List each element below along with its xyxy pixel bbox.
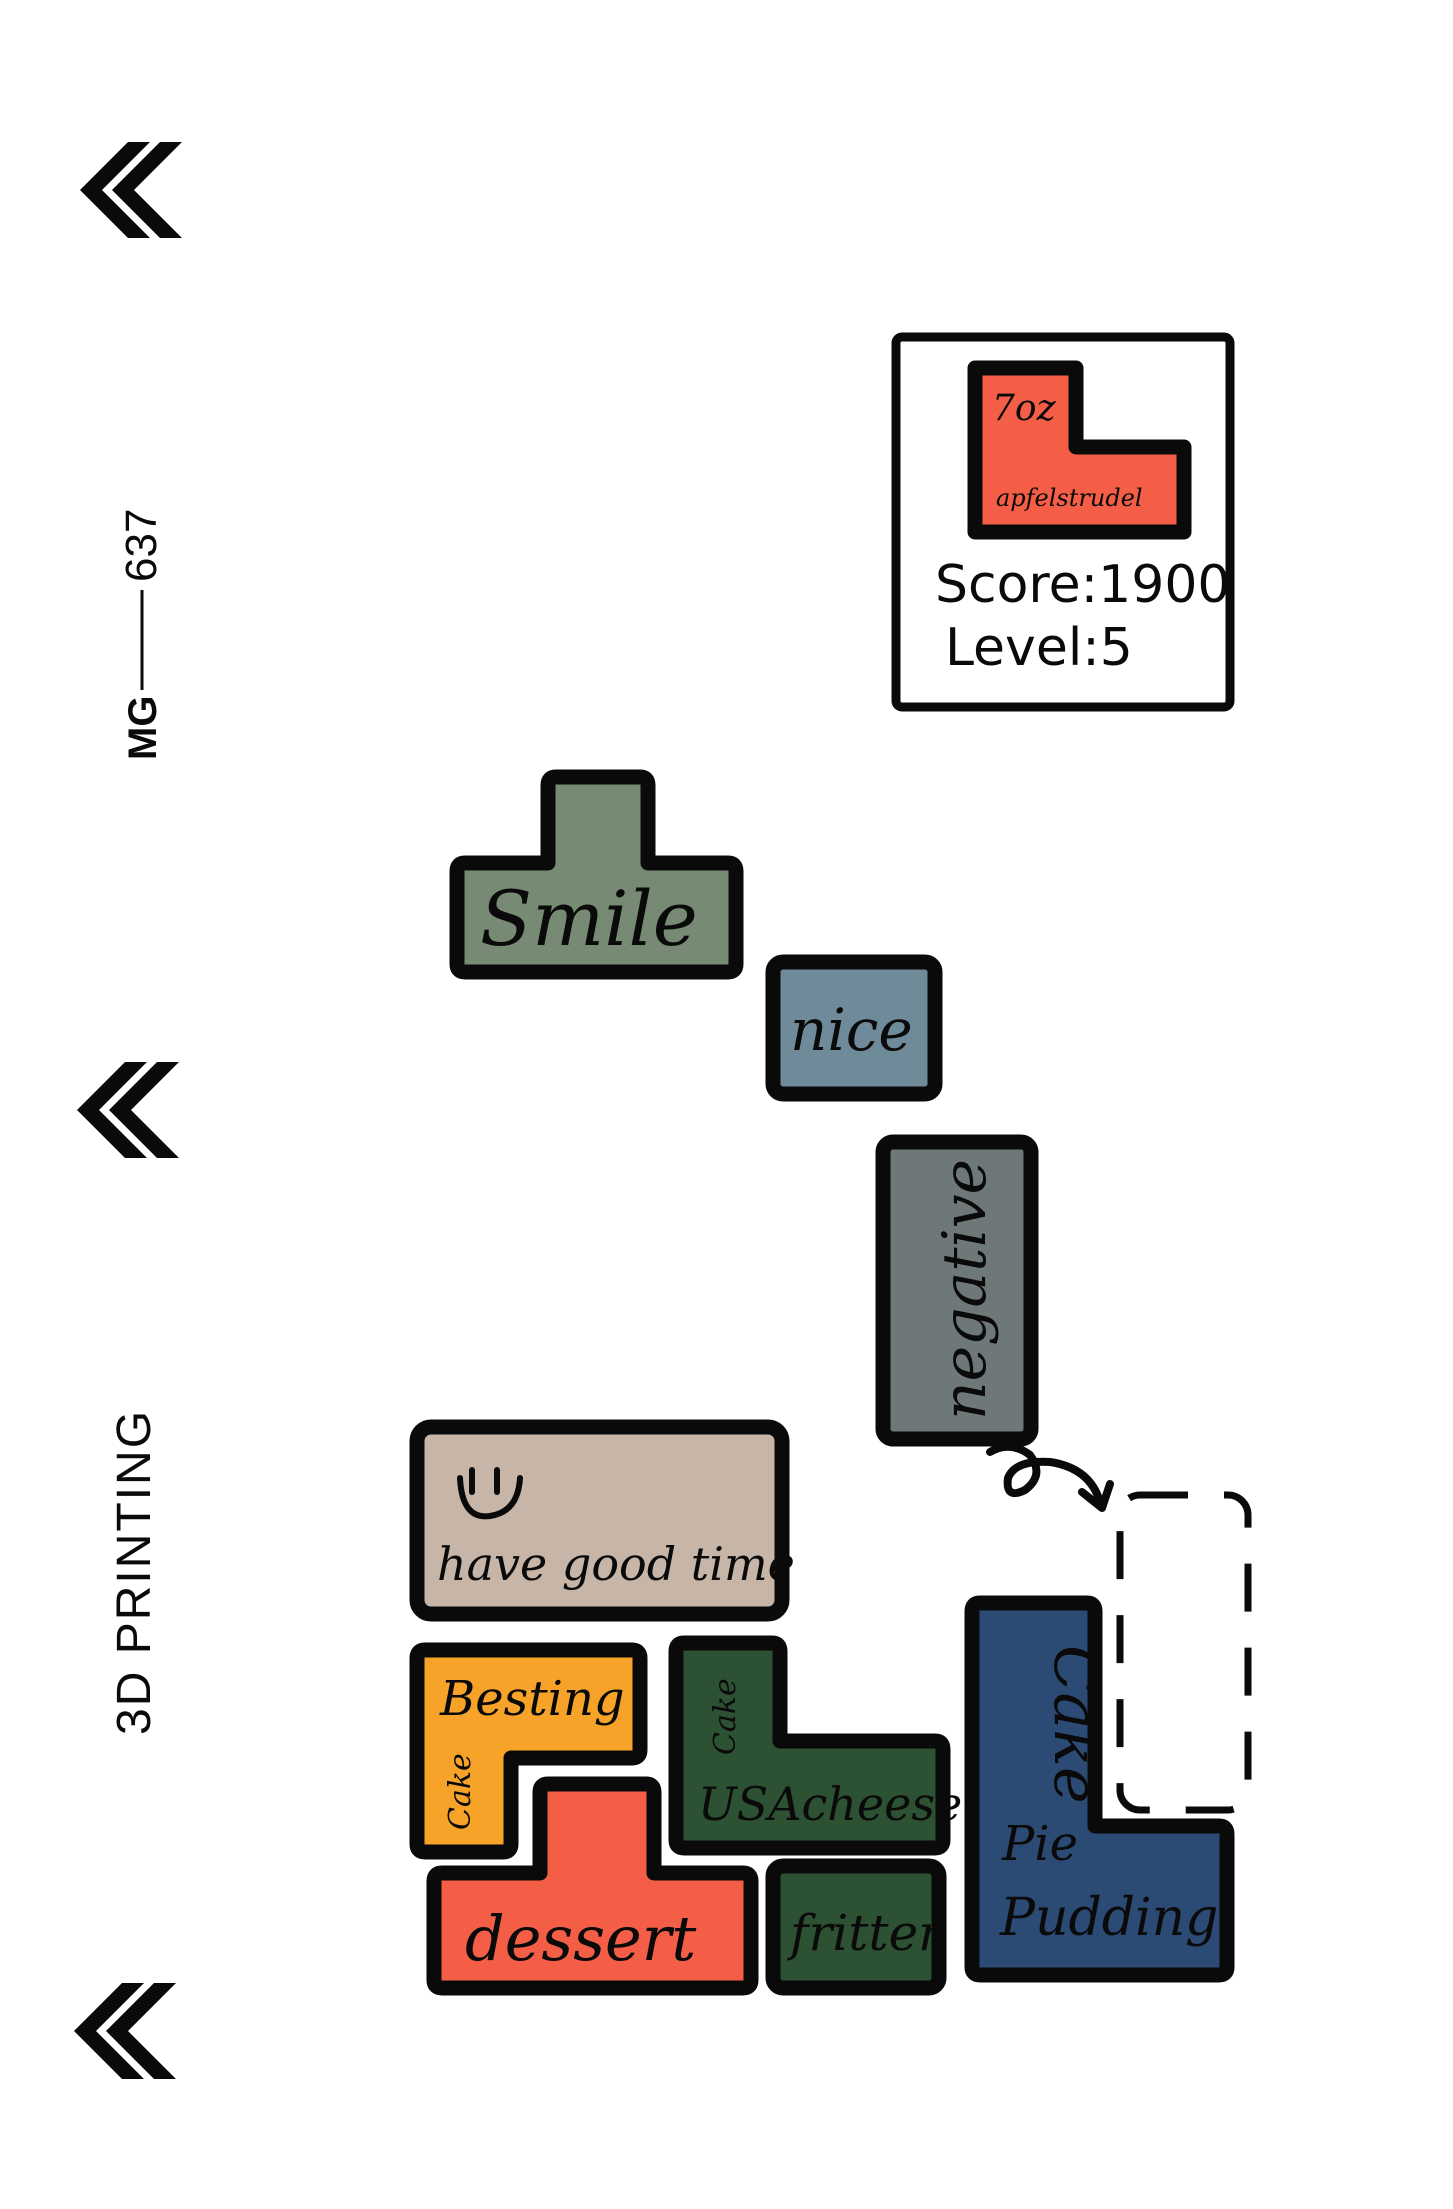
piece-usa-label: USAcheese	[698, 1777, 962, 1831]
piece-cake-vertical-label: Cake	[1040, 1645, 1113, 1804]
level-readout: Level:5	[945, 618, 1133, 678]
piece-good-time[interactable]	[409, 1419, 790, 1622]
piece-nice-label: nice	[790, 996, 913, 1064]
piece-besting-small-label: Cake	[443, 1753, 478, 1830]
piece-negative-label: negative	[930, 1159, 1000, 1420]
product-code: MG 637	[117, 509, 166, 760]
piece-dessert-label: dessert	[465, 1902, 696, 1975]
next-piece-label-bottom: apfelstrudel	[996, 484, 1143, 512]
piece-fritter-label: fritter	[786, 1904, 945, 1962]
piece-smile-label: Smile	[480, 874, 698, 963]
piece-fritter[interactable]	[765, 1858, 947, 1996]
caption-3d-printing: 3D PRINTING	[108, 1409, 161, 1735]
smiley-icon	[457, 1467, 523, 1520]
piece-nice[interactable]	[765, 954, 943, 1102]
piece-besting[interactable]	[409, 1642, 648, 1860]
double-chevron-left-icon[interactable]	[77, 1062, 179, 1158]
next-piece-label-top: 7oz	[992, 388, 1057, 429]
piece-pudding-label: Pudding	[999, 1888, 1218, 1948]
code-number: 637	[117, 509, 166, 582]
double-chevron-left-icon[interactable]	[74, 1983, 176, 2079]
piece-good-time-label: have good time	[437, 1537, 795, 1591]
piece-usa-cheese[interactable]	[668, 1635, 951, 1856]
piece-smile[interactable]	[449, 769, 744, 980]
double-chevron-left-icon[interactable]	[80, 142, 182, 238]
next-piece-panel: 7oz apfelstrudel Score:1900 Level:5	[891, 332, 1235, 712]
piece-dessert[interactable]	[426, 1776, 759, 1996]
curly-arrow-icon	[986, 1442, 1114, 1512]
next-piece-l-block	[967, 360, 1192, 540]
piece-negative[interactable]	[875, 1134, 1039, 1447]
piece-besting-label: Besting	[439, 1671, 625, 1727]
ghost-drop-slot	[1116, 1491, 1252, 1814]
score-readout: Score:1900	[935, 555, 1231, 615]
piece-cake-pie-pudding[interactable]	[964, 1595, 1235, 1983]
code-prefix: MG	[121, 696, 165, 760]
piece-pie-label: Pie	[1001, 1816, 1078, 1872]
piece-usa-small-label: Cake	[708, 1678, 743, 1755]
